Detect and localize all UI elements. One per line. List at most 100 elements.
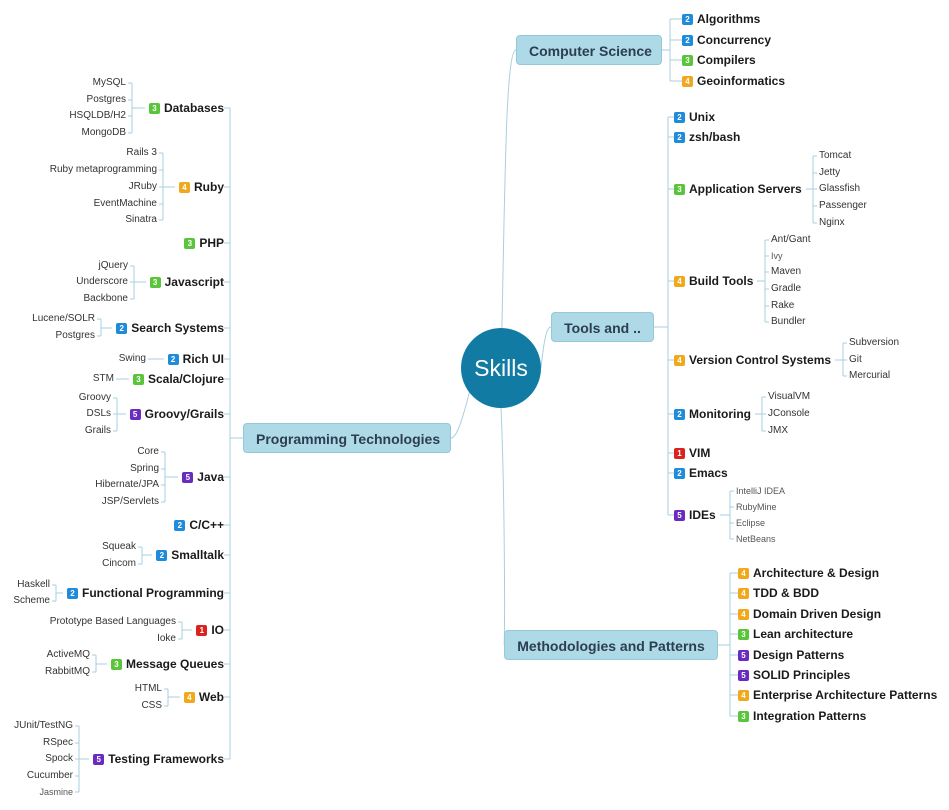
leaf-visualvm[interactable]: VisualVM xyxy=(768,391,811,402)
leaf-mysql[interactable]: MySQL xyxy=(92,77,126,88)
leaf-subversion[interactable]: Subversion xyxy=(849,337,900,348)
leaf-groovy[interactable]: Groovy xyxy=(78,392,111,403)
leaf-eventmachine[interactable]: EventMachine xyxy=(93,198,157,209)
leaf-postgres[interactable]: Postgres xyxy=(55,330,95,341)
leaf-activemq[interactable]: ActiveMQ xyxy=(46,649,90,660)
leaf-core[interactable]: Core xyxy=(137,446,159,457)
leaf-css[interactable]: CSS xyxy=(141,700,162,711)
leaf-backbone[interactable]: Backbone xyxy=(83,293,128,304)
leaf-rails-3[interactable]: Rails 3 xyxy=(126,147,157,158)
leaf-intellij-idea[interactable]: IntelliJ IDEA xyxy=(736,486,786,496)
leaf-netbeans[interactable]: NetBeans xyxy=(736,534,776,544)
leaf-cucumber[interactable]: Cucumber xyxy=(26,770,73,781)
leaf-jconsole[interactable]: JConsole xyxy=(768,408,810,419)
leaf-spring[interactable]: Spring xyxy=(130,463,159,474)
leaf-ruby-metaprogramming[interactable]: Ruby metaprogramming xyxy=(49,164,157,175)
leaf-hsqldb-h2[interactable]: HSQLDB/H2 xyxy=(69,110,126,121)
leaf-passenger[interactable]: Passenger xyxy=(819,200,867,211)
leaf-jmx[interactable]: JMX xyxy=(768,425,788,436)
leaf-squeak[interactable]: Squeak xyxy=(102,541,136,552)
leaf-haskell[interactable]: Haskell xyxy=(17,579,50,590)
leaf-grails[interactable]: Grails xyxy=(84,425,111,436)
leaf-underscore[interactable]: Underscore xyxy=(76,276,128,287)
leaf-junit-testng[interactable]: JUnit/TestNG xyxy=(14,720,73,731)
leaf-mercurial[interactable]: Mercurial xyxy=(849,370,891,381)
leaf-eclipse[interactable]: Eclipse xyxy=(736,518,766,528)
leaf-spock[interactable]: Spock xyxy=(45,753,73,764)
leaf-gradle[interactable]: Gradle xyxy=(771,283,802,294)
leaf-maven[interactable]: Maven xyxy=(771,266,802,277)
leaf-swing[interactable]: Swing xyxy=(118,353,146,364)
leaf-jasmine[interactable]: Jasmine xyxy=(39,787,73,797)
branch-programming-technologies[interactable]: Programming Technologies xyxy=(243,423,451,453)
leaf-sinatra[interactable]: Sinatra xyxy=(125,214,157,225)
branch-methodologies[interactable]: Methodologies and Patterns xyxy=(504,630,718,660)
branch-tools[interactable]: Tools and .. xyxy=(551,312,654,342)
leaf-rabbitmq[interactable]: RabbitMQ xyxy=(44,666,90,677)
leaf-jquery[interactable]: jQuery xyxy=(98,260,128,271)
leaf-tomcat[interactable]: Tomcat xyxy=(819,150,852,161)
leaf-scheme[interactable]: Scheme xyxy=(13,595,50,606)
leaf-jruby[interactable]: JRuby xyxy=(128,181,157,192)
leaf-git[interactable]: Git xyxy=(849,354,862,365)
leaf-rake[interactable]: Rake xyxy=(771,300,795,311)
leaf-stm[interactable]: STM xyxy=(92,373,114,384)
leaf-mongodb[interactable]: MongoDB xyxy=(81,127,126,138)
leaf-rubymine[interactable]: RubyMine xyxy=(736,502,777,512)
leaf-cincom[interactable]: Cincom xyxy=(102,558,136,569)
leaf-dsls[interactable]: DSLs xyxy=(86,408,111,419)
leaf-ant-gant[interactable]: Ant/Gant xyxy=(771,234,811,245)
leaf-postgres[interactable]: Postgres xyxy=(86,94,126,105)
leaf-jsp-servlets[interactable]: JSP/Servlets xyxy=(101,496,159,507)
leaf-html[interactable]: HTML xyxy=(134,683,162,694)
leaf-bundler[interactable]: Bundler xyxy=(771,316,806,327)
leaf-rspec[interactable]: RSpec xyxy=(42,737,73,748)
leaf-hibernate-jpa[interactable]: Hibernate/JPA xyxy=(95,479,159,490)
leaf-prototype-based-languages[interactable]: Prototype Based Languages xyxy=(49,616,176,627)
branch-computer-science[interactable]: Computer Science xyxy=(516,35,662,65)
leaf-lucene-solr[interactable]: Lucene/SOLR xyxy=(32,313,95,324)
leaf-ivy[interactable]: Ivy xyxy=(771,251,783,261)
leaf-glassfish[interactable]: Glassfish xyxy=(819,183,861,194)
center-node-skills[interactable]: Skills xyxy=(461,328,541,408)
leaf-ioke[interactable]: Ioke xyxy=(157,633,176,644)
leaf-jetty[interactable]: Jetty xyxy=(819,167,841,178)
